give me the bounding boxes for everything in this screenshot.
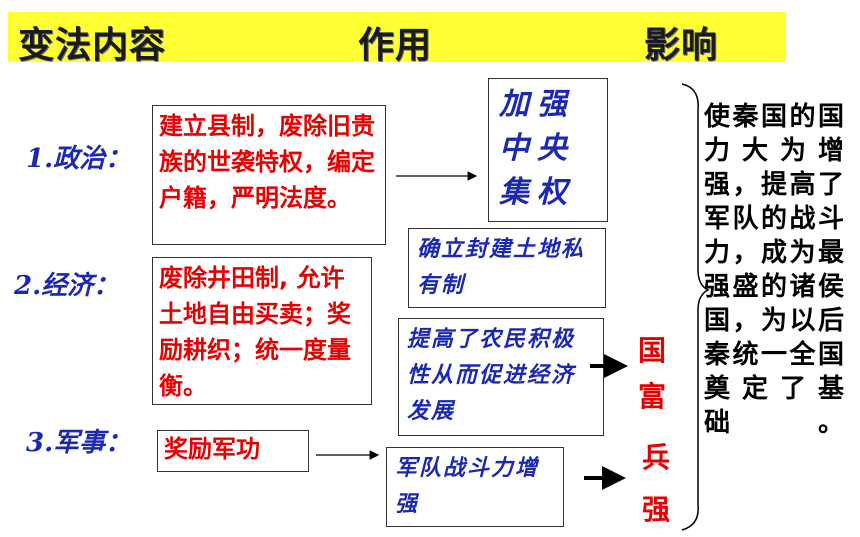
central-power-box: 加强中央集权 bbox=[488, 78, 608, 222]
economy-content-box: 废除井田制, 允许土地自由买卖；奖励耕织；统一度量衡。 bbox=[152, 257, 372, 405]
military-content-box: 奖励军功 bbox=[157, 430, 309, 472]
influence-text: 使秦国的国力大为增强，提高了军队的战斗力，成为最强盛的诸侯国，为以后秦统一全国奠… bbox=[704, 102, 844, 438]
header-bar: 变法内容 作用 影响 bbox=[8, 12, 786, 66]
header-content: 变法内容 bbox=[18, 25, 167, 66]
header-function: 作用 bbox=[358, 25, 433, 66]
brace bbox=[681, 83, 710, 531]
label-politics: 1.政治： bbox=[26, 144, 132, 174]
land-ownership-box: 确立封建土地私有制 bbox=[408, 228, 606, 308]
farmers-box: 提高了农民积极性从而促进经济发展 bbox=[398, 318, 604, 436]
result-rich: 国富 bbox=[638, 334, 667, 413]
army-box: 军队战斗力增强 bbox=[386, 447, 564, 527]
header-influence: 影响 bbox=[644, 25, 719, 66]
label-economy: 2.经济： bbox=[14, 271, 120, 301]
result-strong: 兵强 bbox=[642, 441, 671, 526]
label-military: 3.军事： bbox=[26, 428, 132, 458]
politics-content-box: 建立县制，废除旧贵族的世袭特权，编定户籍，严明法度。 bbox=[152, 105, 386, 245]
